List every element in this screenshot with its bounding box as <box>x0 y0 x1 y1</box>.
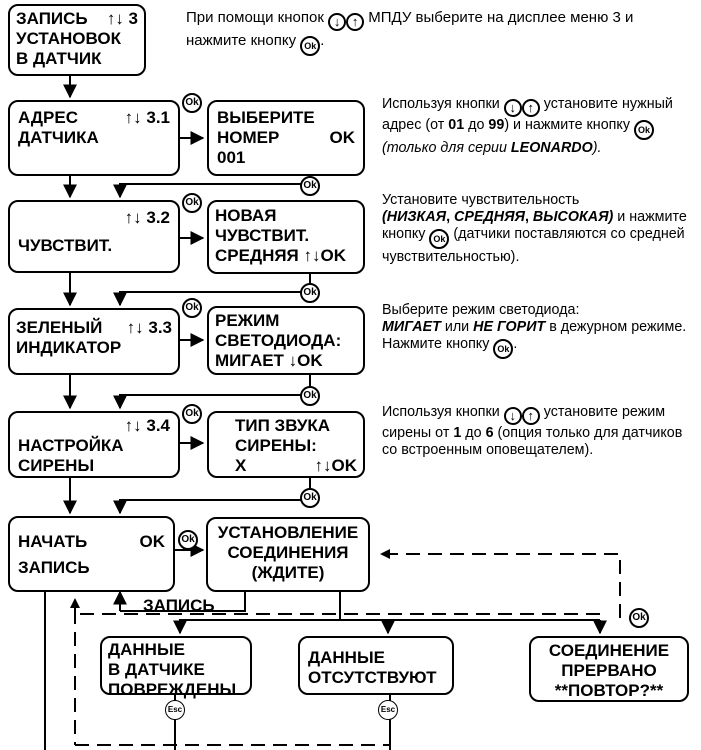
screen31-ok: OK <box>329 128 356 147</box>
ok-icon-33: Ok <box>182 298 202 318</box>
ok-icon-34b: Ok <box>300 488 320 508</box>
intro-text: При помощи кнопок ↓↑ МПДУ выберите на ди… <box>186 8 696 56</box>
damaged-line3: ПОВРЕЖДЕНЫ <box>108 680 237 699</box>
damaged-box: ДАННЫЕ В ДАТЧИКЕ ПОВРЕЖДЕНЫ <box>100 636 252 699</box>
ok-icon-32b: Ok <box>300 283 320 303</box>
menu34-box: ↑↓ 3.4 НАСТРОЙКА СИРЕНЫ <box>8 411 180 478</box>
menu33-line2: ИНДИКАТОР <box>16 338 122 357</box>
menu3-box: ЗАПИСЬ ↑↓ 3 УСТАНОВОК В ДАТЧИК <box>8 4 146 76</box>
start-menu-box: НАЧАТЬ OK ЗАПИСЬ <box>8 516 175 592</box>
down-button-icon: ↓ <box>328 13 347 31</box>
ok-icon-retry: Ok <box>629 608 649 628</box>
connecting-box: УСТАНОВЛЕНИЕ СОЕДИНЕНИЯ (ЖДИТЕ) <box>206 517 370 592</box>
ok-button-icon: Ok <box>300 36 321 56</box>
step32-desc: Установите чувствительность (НИЗКАЯ, СРЕ… <box>382 192 687 265</box>
screen32-box: НОВАЯ ЧУВСТВИТ. СРЕДНЯЯ ↑↓OK <box>207 200 365 274</box>
screen32-line3: СРЕДНЯЯ ↑↓OK <box>215 246 347 265</box>
menu31-box: АДРЕС ↑↓ 3.1 ДАТЧИКА <box>8 100 180 176</box>
down-button-icon: ↓ <box>503 407 522 425</box>
ok-button-icon: Ok <box>633 120 654 140</box>
menu31-line2: ДАТЧИКА <box>18 128 99 147</box>
ok-icon-start: Ok <box>178 530 198 550</box>
interrupted-box: СОЕДИНЕНИЕ ПРЕРВАНО **ПОВТОР?** <box>529 636 689 702</box>
interrupted-line3: **ПОВТОР?** <box>554 681 664 700</box>
up-button-icon: ↑ <box>521 99 540 117</box>
start-line2: ЗАПИСЬ <box>18 558 90 577</box>
menu3-arrows: ↑↓ 3 <box>106 9 138 28</box>
screen34-line2: СИРЕНЫ: <box>235 436 317 455</box>
ok-icon-33b: Ok <box>300 386 320 406</box>
up-button-icon: ↑ <box>346 13 365 31</box>
menu33-num: ↑↓ 3.3 <box>126 318 172 337</box>
menu32-line1: ЧУВСТВИТ. <box>18 236 113 255</box>
screen31-box: ВЫБЕРИТЕ НОМЕР OK 001 <box>207 100 365 176</box>
step34-desc: Используя кнопки ↓↑ установите режим сир… <box>382 404 683 458</box>
menu33-line1: ЗЕЛЕНЫЙ <box>16 318 103 337</box>
menu32-num: ↑↓ 3.2 <box>124 208 170 227</box>
menu32-box: ↑↓ 3.2 ЧУВСТВИТ. <box>8 200 180 273</box>
menu3-line3: В ДАТЧИК <box>16 49 102 68</box>
step33-desc: Выберите режим светодиода: МИГАЕТ или НЕ… <box>382 302 697 359</box>
ok-icon-34: Ok <box>182 404 202 424</box>
damaged-line1: ДАННЫЕ <box>108 640 185 659</box>
intro-text1: При помощи кнопок <box>186 9 324 26</box>
screen31-line2: НОМЕР <box>217 128 280 147</box>
screen34-line3a: X <box>235 456 247 475</box>
record-label: ЗАПИСЬ <box>143 596 215 615</box>
ok-icon-31b: Ok <box>300 176 320 196</box>
esc-icon-missing: Esc <box>378 700 398 720</box>
menu31-num: ↑↓ 3.1 <box>124 108 170 127</box>
missing-line1: ДАННЫЕ <box>308 648 385 667</box>
missing-box: ДАННЫЕ ОТСУТСТВУЮТ <box>298 636 454 695</box>
start-ok: OK <box>139 532 166 551</box>
ok-button-icon: Ok <box>429 229 450 249</box>
connecting-line3: (ЖДИТЕ) <box>251 563 325 582</box>
screen34-box: ТИП ЗВУКА СИРЕНЫ: X ↑↓OK <box>207 411 365 478</box>
interrupted-line2: ПРЕРВАНО <box>561 661 657 680</box>
screen33-line3: МИГАЕТ ↓OK <box>215 351 323 370</box>
menu34-line2: СИРЕНЫ <box>18 456 95 475</box>
start-line1: НАЧАТЬ <box>18 532 88 551</box>
damaged-line2: В ДАТЧИКЕ <box>108 660 205 679</box>
step31-desc: Используя кнопки ↓↑ установите нужный ад… <box>382 96 673 156</box>
missing-line2: ОТСУТСТВУЮТ <box>308 668 437 687</box>
screen31-line3: 001 <box>217 148 246 167</box>
connecting-line2: СОЕДИНЕНИЯ <box>227 543 349 562</box>
screen31-line1: ВЫБЕРИТЕ <box>217 108 315 127</box>
menu33-box: ЗЕЛЕНЫЙ ↑↓ 3.3 ИНДИКАТОР <box>8 308 180 375</box>
menu31-line1: АДРЕС <box>18 108 78 127</box>
connecting-line1: УСТАНОВЛЕНИЕ <box>217 523 359 542</box>
screen33-box: РЕЖИМ СВЕТОДИОДА: МИГАЕТ ↓OK <box>207 306 365 375</box>
down-button-icon: ↓ <box>503 99 522 117</box>
up-button-icon: ↑ <box>521 407 540 425</box>
menu34-num: ↑↓ 3.4 <box>124 416 170 435</box>
interrupted-line1: СОЕДИНЕНИЕ <box>548 641 670 660</box>
intro-text2: МПДУ выберите на дисплее меню 3 и нажмит… <box>186 9 634 49</box>
menu3-line1: ЗАПИСЬ <box>16 9 88 28</box>
ok-icon-31: Ok <box>182 93 202 113</box>
screen32-line1: НОВАЯ <box>215 206 277 225</box>
screen34-line1: ТИП ЗВУКА <box>235 416 331 435</box>
screen32-line2: ЧУВСТВИТ. <box>215 226 310 245</box>
screen34-line3b: ↑↓OK <box>314 456 358 475</box>
ok-button-icon: Ok <box>493 339 514 359</box>
screen33-line2: СВЕТОДИОДА: <box>215 331 342 350</box>
menu3-line2: УСТАНОВОК <box>16 29 121 48</box>
screen33-line1: РЕЖИМ <box>215 311 280 330</box>
menu34-line1: НАСТРОЙКА <box>18 436 124 455</box>
ok-icon-32: Ok <box>182 193 202 213</box>
intro-end: . <box>320 32 325 49</box>
esc-icon-damaged: Esc <box>165 700 185 720</box>
